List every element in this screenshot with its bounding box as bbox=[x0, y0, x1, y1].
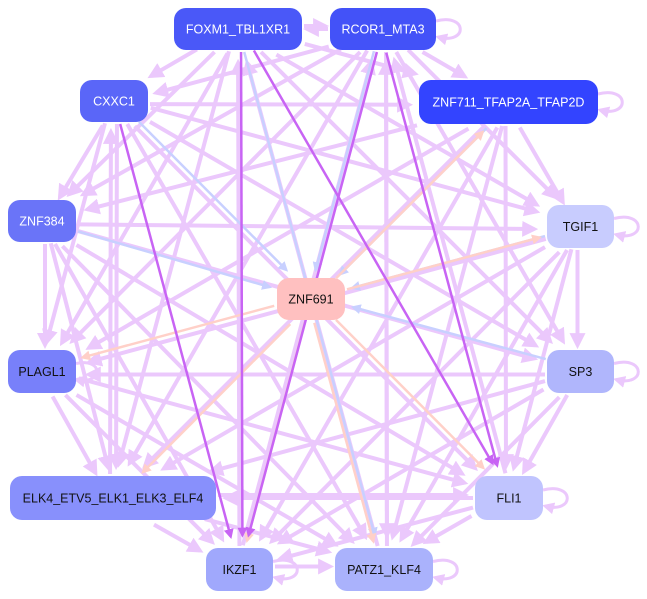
node-label: CXXC1 bbox=[93, 95, 135, 109]
edge-FLI1-to-RCOR1_MTA3 bbox=[389, 56, 508, 474]
edge-ZNF691-to-ZNF711_TFAP2A_TFAP2D bbox=[335, 130, 485, 280]
node-box bbox=[335, 548, 433, 591]
edge-ZNF711_TFAP2A_TFAP2D-to-ZNF384 bbox=[83, 123, 418, 215]
node-rcor1_mta3[interactable]: RCOR1_MTA3 bbox=[330, 8, 436, 50]
edge-ZNF384-to-ZNF691 bbox=[77, 230, 273, 290]
node-elk4_etv5_elk1_elk3_elf4[interactable]: ELK4_ETV5_ELK1_ELK3_ELF4 bbox=[10, 476, 216, 520]
edge-CXXC1-to-ZNF691 bbox=[138, 121, 289, 272]
node-label: ZNF691 bbox=[288, 293, 333, 307]
node-label: IKZF1 bbox=[222, 563, 256, 577]
node-box bbox=[174, 8, 302, 50]
edge-RCOR1_MTA3-to-ZNF384 bbox=[79, 47, 342, 197]
node-ikzf1[interactable]: IKZF1 bbox=[206, 548, 273, 591]
edge-IKZF1-to-FOXM1_TBL1XR1 bbox=[230, 58, 247, 547]
node-box bbox=[475, 476, 543, 520]
node-fli1[interactable]: FLI1 bbox=[475, 476, 543, 520]
node-label: ZNF711_TFAP2A_TFAP2D bbox=[433, 96, 585, 110]
self-loop-IKZF1 bbox=[272, 558, 299, 586]
node-box bbox=[8, 200, 76, 242]
self-loop-ZNF711_TFAP2A_TFAP2D bbox=[597, 91, 624, 119]
edge-ELK4_ETV5_ELK1_ELK3_ELF4-to-CXXC1 bbox=[102, 127, 119, 474]
self-loop-PATZ1_KLF4 bbox=[432, 558, 459, 586]
edge-ZNF711_TFAP2A_TFAP2D-to-IKZF1 bbox=[259, 126, 500, 542]
edge-SP3-to-IKZF1 bbox=[276, 387, 545, 545]
edge-RCOR1_MTA3-to-FLI1 bbox=[385, 52, 501, 468]
node-box bbox=[206, 548, 273, 591]
node-tgif1[interactable]: TGIF1 bbox=[547, 205, 614, 248]
node-box bbox=[419, 80, 598, 124]
edge-FOXM1_TBL1XR1-to-FLI1 bbox=[252, 49, 494, 466]
node-box bbox=[8, 350, 76, 393]
node-box bbox=[547, 205, 614, 248]
edge-RCOR1_MTA3-to-PLAGL1 bbox=[69, 50, 362, 344]
node-label: FLI1 bbox=[496, 492, 521, 506]
edge-SP3-to-ZNF691 bbox=[350, 304, 547, 361]
edge-FOXM1_TBL1XR1-to-IKZF1 bbox=[237, 51, 248, 538]
node-box bbox=[330, 8, 436, 50]
edge-ZNF691-to-ELK4_ETV5_ELK1_ELK3_ELF4 bbox=[141, 323, 292, 474]
edge-PLAGL1-to-PATZ1_KLF4 bbox=[75, 393, 339, 547]
node-cxxc1[interactable]: CXXC1 bbox=[80, 80, 148, 122]
edge-CXXC1-to-ZNF384 bbox=[57, 124, 105, 201]
edge-PLAGL1-to-ELK4_ETV5_ELK1_ELK3_ELF4 bbox=[50, 395, 98, 477]
edge-CXXC1-to-IKZF1 bbox=[118, 123, 234, 540]
edge-PATZ1_KLF4-to-RCOR1_MTA3 bbox=[378, 58, 395, 546]
node-label: TGIF1 bbox=[563, 220, 598, 234]
node-box bbox=[10, 476, 216, 520]
edge-CXXC1-to-SP3 bbox=[148, 120, 540, 348]
self-loop-TGIF1 bbox=[613, 215, 640, 243]
self-loop-FLI1 bbox=[542, 487, 569, 515]
edge-TGIF1-to-ELK4_ETV5_ELK1_ELK3_ELF4 bbox=[160, 245, 547, 471]
node-znf384[interactable]: ZNF384 bbox=[8, 200, 76, 242]
edge-SP3-to-FLI1 bbox=[522, 394, 569, 475]
node-label: FOXM1_TBL1XR1 bbox=[186, 23, 290, 37]
node-label: ELK4_ETV5_ELK1_ELK3_ELF4 bbox=[23, 492, 204, 506]
edge-ZNF384-to-TGIF1 bbox=[77, 220, 539, 237]
node-foxm1_tbl1xr1[interactable]: FOXM1_TBL1XR1 bbox=[174, 8, 302, 50]
node-box bbox=[547, 350, 614, 393]
edge-ZNF691-to-PATZ1_KLF4 bbox=[313, 322, 377, 544]
edge-FOXM1_TBL1XR1-to-CXXC1 bbox=[147, 47, 198, 79]
edge-CXXC1-to-PLAGL1 bbox=[42, 122, 107, 346]
node-box bbox=[277, 278, 345, 320]
edge-FOXM1_TBL1XR1-to-PLAGL1 bbox=[59, 52, 230, 347]
node-znf691[interactable]: ZNF691 bbox=[277, 278, 345, 320]
node-patz1_klf4[interactable]: PATZ1_KLF4 bbox=[335, 548, 433, 591]
self-loop-PLAGL1 bbox=[73, 361, 99, 388]
node-plagl1[interactable]: PLAGL1 bbox=[8, 350, 76, 393]
edge-FOXM1_TBL1XR1-to-SP3 bbox=[259, 50, 553, 344]
node-label: SP3 bbox=[569, 365, 593, 379]
edge-ZNF384-to-FLI1 bbox=[75, 243, 466, 476]
edge-RCOR1_MTA3-to-ZNF711_TFAP2A_TFAP2D bbox=[421, 50, 469, 79]
edge-ZNF691-to-FLI1 bbox=[335, 319, 486, 470]
edge-CXXC1-to-ELK4_ETV5_ELK1_ELK3_ELF4 bbox=[108, 124, 125, 471]
node-label: ZNF384 bbox=[19, 215, 64, 229]
self-loop-SP3 bbox=[613, 360, 640, 388]
node-znf711_tfap2a_tfap2d[interactable]: ZNF711_TFAP2A_TFAP2D bbox=[419, 80, 598, 124]
node-box bbox=[80, 80, 148, 122]
edge-FLI1-to-PATZ1_KLF4 bbox=[422, 514, 473, 544]
edge-RCOR1_MTA3-to-ZNF691 bbox=[312, 50, 376, 273]
edge-ZNF711_TFAP2A_TFAP2D-to-TGIF1 bbox=[518, 126, 565, 206]
edge-CXXC1-to-PATZ1_KLF4 bbox=[125, 123, 368, 541]
node-label: PLAGL1 bbox=[18, 365, 65, 379]
edge-ELK4_ETV5_ELK1_ELK3_ELF4-to-IKZF1 bbox=[153, 522, 204, 553]
edge-ELK4_ETV5_ELK1_ELK3_ELF4-to-PATZ1_KLF4 bbox=[204, 517, 333, 557]
edge-CXXC1-to-ZNF711_TFAP2A_TFAP2D bbox=[149, 96, 414, 113]
node-label: PATZ1_KLF4 bbox=[347, 563, 421, 577]
self-loop-RCOR1_MTA3 bbox=[435, 18, 462, 46]
edge-ZNF711_TFAP2A_TFAP2D-to-PLAGL1 bbox=[85, 126, 470, 350]
node-sp3[interactable]: SP3 bbox=[547, 350, 614, 393]
node-label: RCOR1_MTA3 bbox=[341, 23, 424, 37]
edge-SP3-to-PATZ1_KLF4 bbox=[410, 395, 561, 547]
